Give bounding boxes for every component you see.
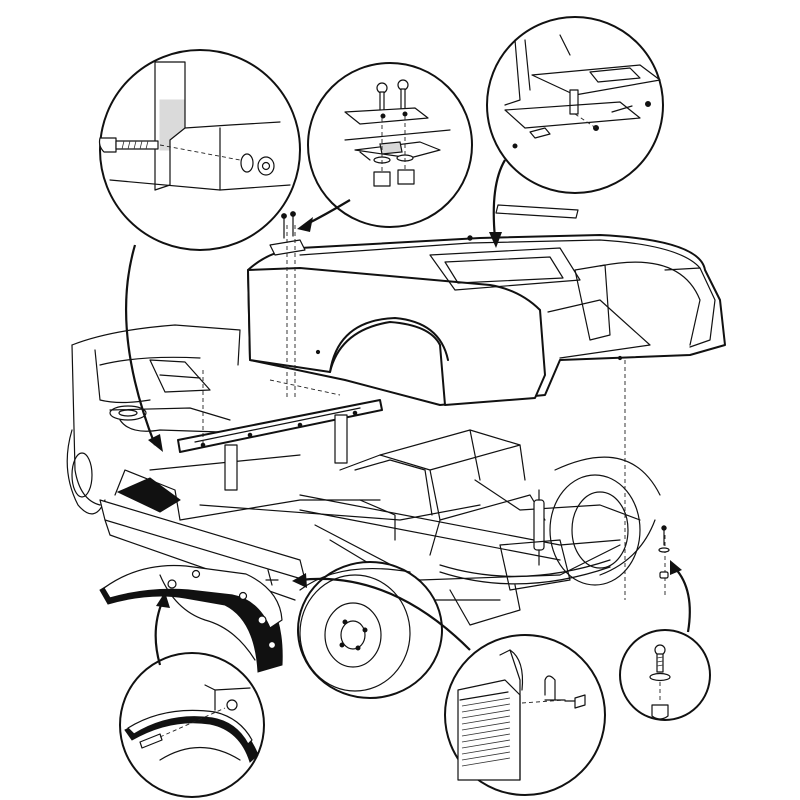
leader-arrows [125,159,691,666]
detail-callout-rear-mount-bolt [619,629,711,721]
seat-hinge-strip [495,204,579,219]
rear-body-shell [247,234,726,406]
detail-callout-fender-liner-screw [119,652,265,798]
detail-callout-seat-support-tab [486,16,664,194]
seat-support-bracket [177,399,383,491]
floor-and-rocker [99,454,481,601]
cart-front-body [66,324,241,515]
hinge-bolts-loose [281,211,296,239]
alignment-lines [202,225,666,600]
rear-mount-washer [658,525,670,579]
detail-callout-rear-bracket-bolt [444,634,606,796]
rear-wheel [297,561,443,699]
rear-frame [299,429,661,626]
fender-liner [99,564,283,673]
detail-callout-side-panel-bolt [98,49,301,251]
detail-callout-hinge-plate-bolts [307,62,473,228]
